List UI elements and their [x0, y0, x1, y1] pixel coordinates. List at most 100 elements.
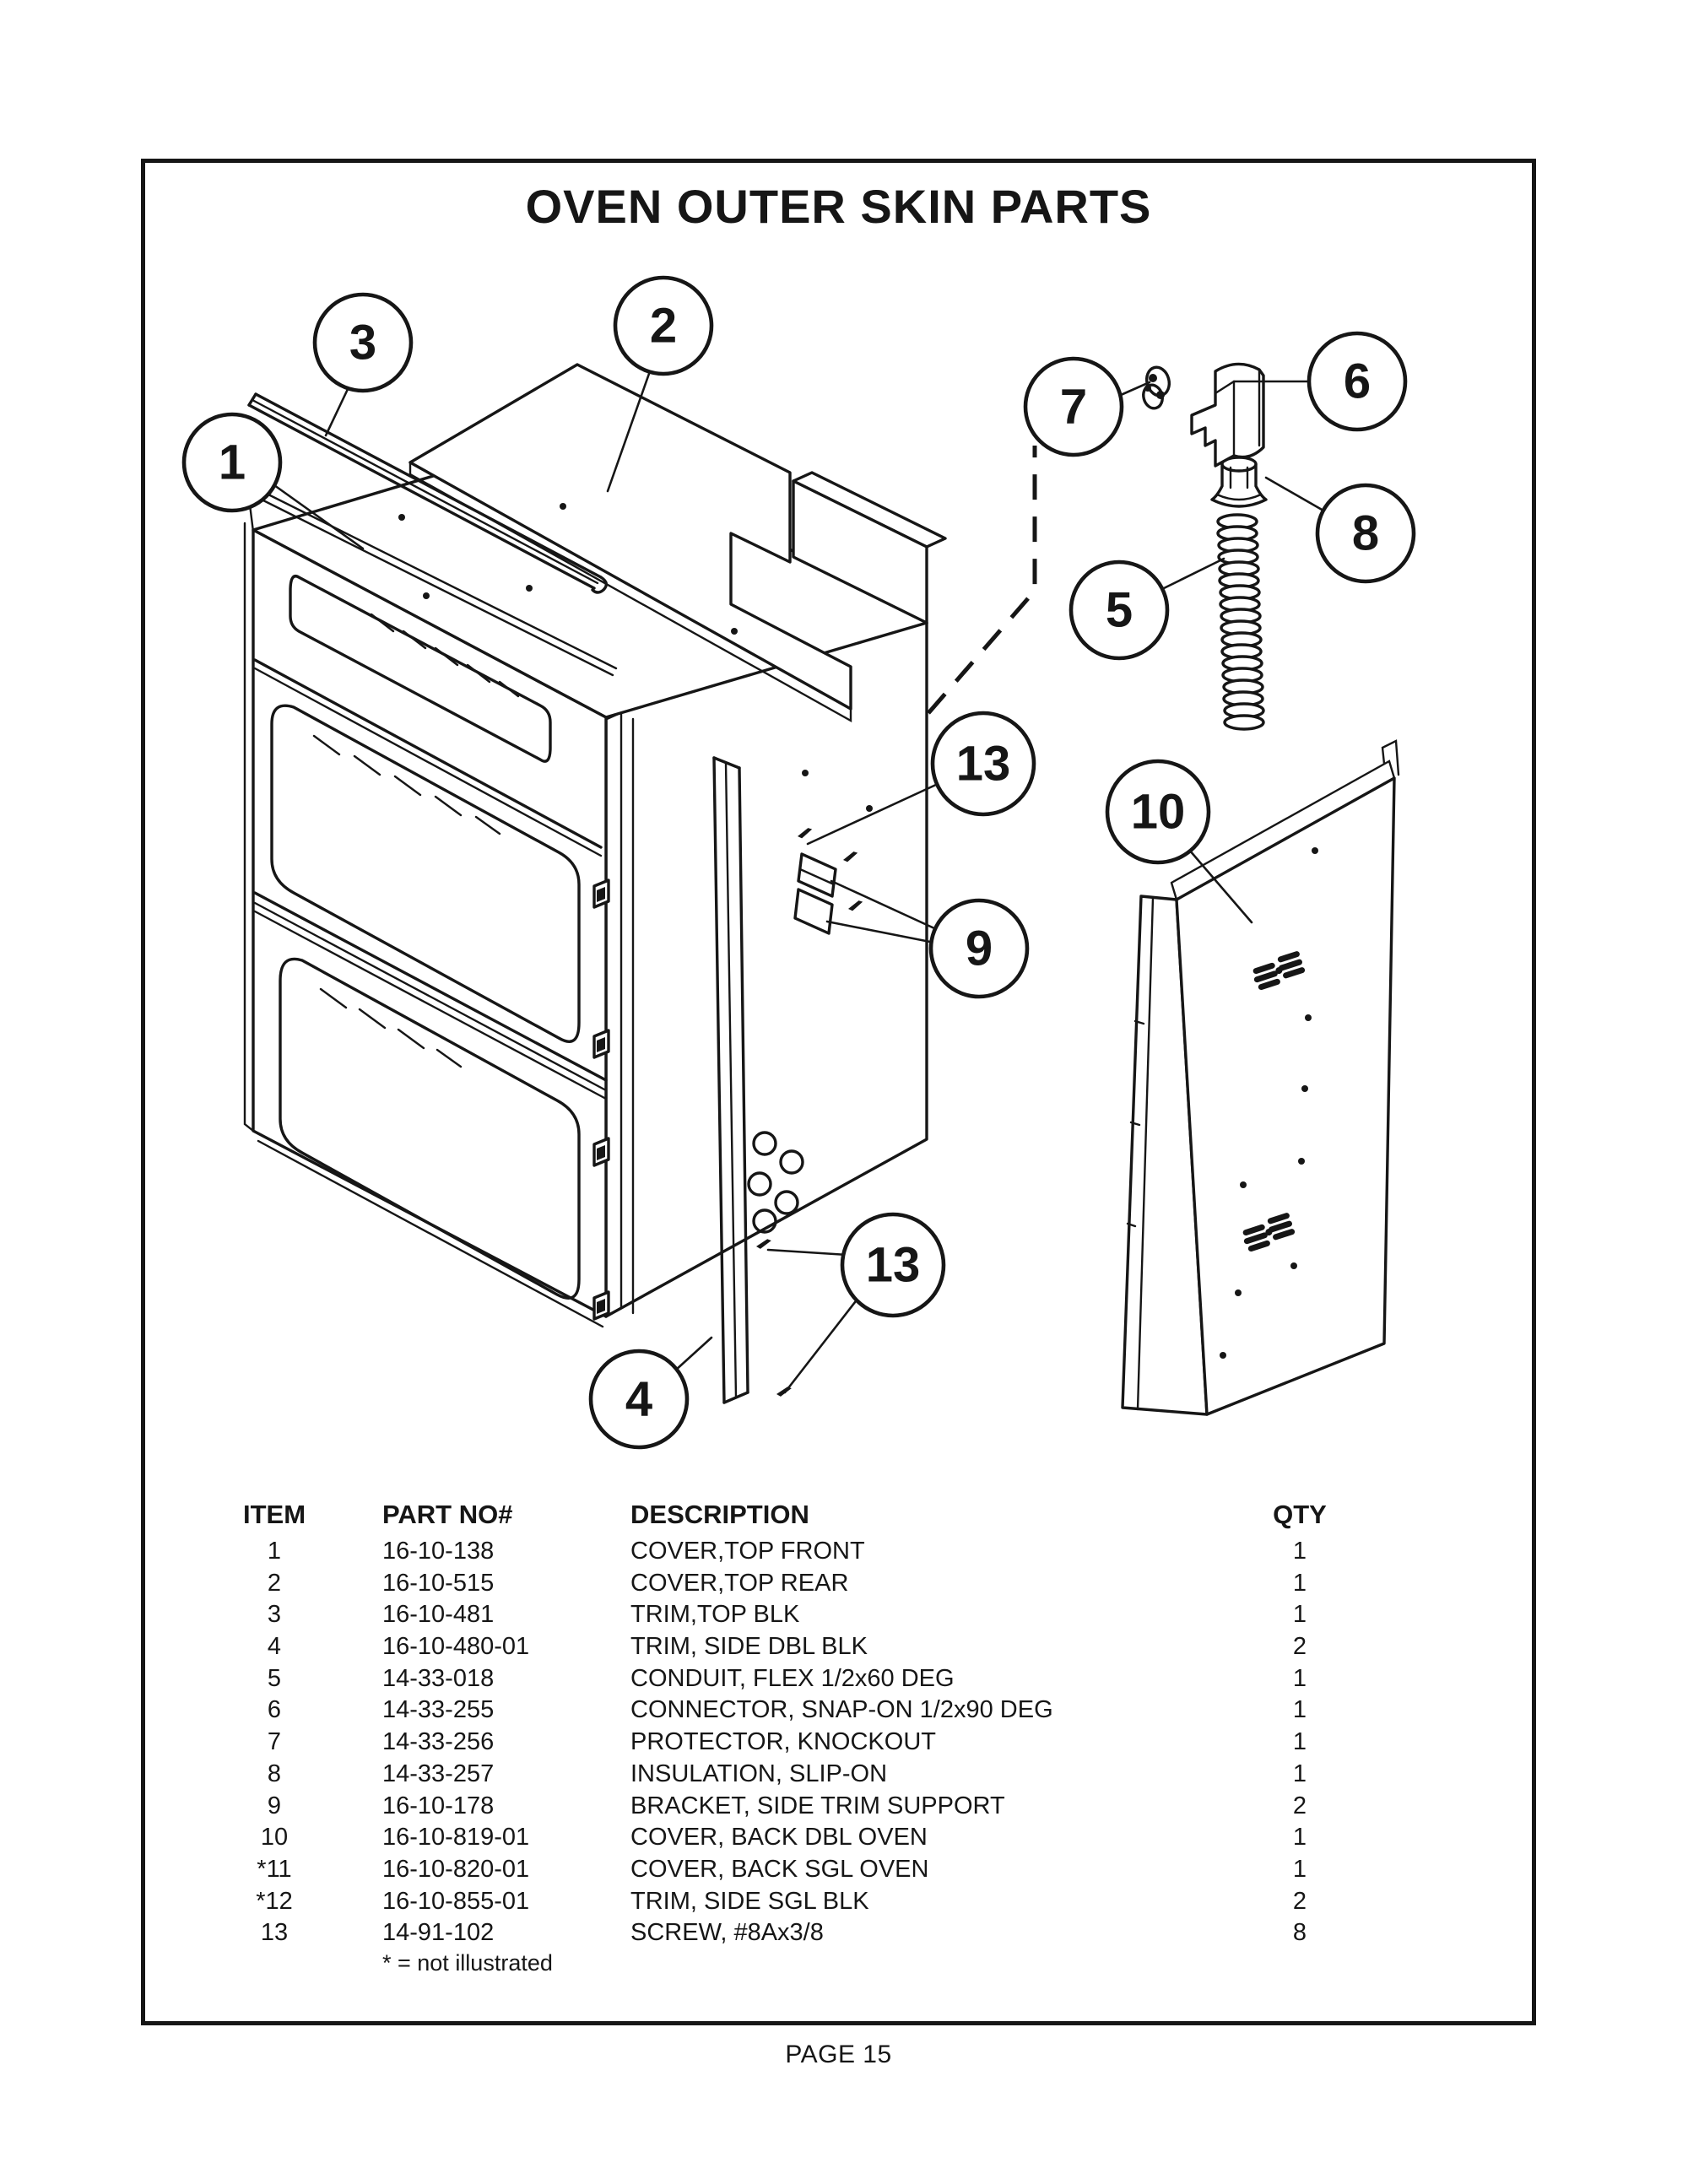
callout-13-upper-label: 13: [956, 737, 1011, 792]
callout-2-label: 2: [650, 299, 677, 354]
col-part-no: 16-10-515: [382, 1569, 495, 1597]
col-description: COVER,TOP FRONT: [630, 1538, 865, 1565]
col-item: 7: [267, 1728, 282, 1756]
table-header-row: ITEM PART NO# DESCRIPTION QTY: [219, 1494, 1418, 1536]
control-panel-window: [289, 575, 552, 763]
col-item: 13: [260, 1919, 289, 1947]
col-part-no: 16-10-480-01: [382, 1633, 530, 1661]
upper-door-window: [270, 704, 581, 1043]
table-row: *12 16-10-855-01 TRIM, SIDE SGL BLK 2: [219, 1886, 1418, 1918]
col-qty: 2: [1292, 1792, 1307, 1819]
col-description: COVER, BACK SGL OVEN: [630, 1855, 929, 1883]
col-item: 1: [267, 1538, 282, 1565]
col-qty: 1: [1292, 1569, 1307, 1597]
callout-5: 5: [1069, 560, 1170, 661]
screw-part: [756, 828, 863, 1397]
knockout-protector-part: [1142, 365, 1171, 410]
col-qty: 1: [1292, 1824, 1307, 1852]
door-hinges: [592, 878, 610, 1321]
col-item: 9: [267, 1792, 282, 1819]
col-qty: 2: [1292, 1887, 1307, 1915]
col-item: 3: [267, 1601, 282, 1629]
table-row: 3 16-10-481 TRIM,TOP BLK 1: [219, 1599, 1418, 1631]
col-description: PROTECTOR, KNOCKOUT: [630, 1728, 936, 1756]
knockout-pattern: [1242, 1213, 1296, 1252]
col-item: 5: [267, 1664, 282, 1692]
callout-9: 9: [928, 898, 1030, 999]
table-row: 13 14-91-102 SCREW, #8Ax3/8 8: [219, 1917, 1418, 1949]
col-qty: 1: [1292, 1664, 1307, 1692]
col-part-no: 16-10-819-01: [382, 1824, 530, 1852]
rear-right-box: [792, 471, 947, 624]
col-part-no: 14-91-102: [382, 1919, 495, 1947]
table-row: 5 14-33-018 CONDUIT, FLEX 1/2x60 DEG 1: [219, 1663, 1418, 1695]
col-part-no: 14-33-257: [382, 1760, 495, 1787]
table-footnote: * = not illustrated: [382, 1950, 553, 1976]
callout-1: 1: [181, 412, 283, 513]
header-item: ITEM: [242, 1500, 306, 1529]
col-description: TRIM, SIDE DBL BLK: [630, 1633, 868, 1661]
callout-8-label: 8: [1352, 506, 1379, 561]
callout-1-label: 1: [219, 435, 246, 490]
callout-10: 10: [1105, 759, 1211, 865]
table-row: *11 16-10-820-01 COVER, BACK SGL OVEN 1: [219, 1854, 1418, 1886]
page-border: [141, 159, 1536, 2025]
table-row: 1 16-10-138 COVER,TOP FRONT 1: [219, 1536, 1418, 1568]
col-item: 8: [267, 1760, 282, 1787]
col-part-no: 16-10-855-01: [382, 1887, 530, 1915]
col-item: *12: [256, 1887, 293, 1915]
col-description: COVER, BACK DBL OVEN: [630, 1824, 928, 1852]
callout-2: 2: [613, 275, 714, 376]
callout-7: 7: [1023, 356, 1124, 457]
callout-7-label: 7: [1060, 380, 1087, 435]
table-row: 9 16-10-178 BRACKET, SIDE TRIM SUPPORT 2: [219, 1791, 1418, 1823]
col-qty: 1: [1292, 1696, 1307, 1724]
flex-conduit-part: [1216, 513, 1265, 731]
col-description: CONDUIT, FLEX 1/2x60 DEG: [630, 1664, 955, 1692]
col-item: 4: [267, 1633, 282, 1661]
table-row: 7 14-33-256 PROTECTOR, KNOCKOUT 1: [219, 1727, 1418, 1759]
side-trim-bracket-part: [793, 852, 837, 935]
top-front-cover-part: [245, 467, 618, 677]
col-item: 10: [260, 1824, 289, 1852]
callout-4-label: 4: [625, 1372, 652, 1427]
back-cover-panel-part: [1121, 739, 1400, 1416]
col-qty: 2: [1292, 1633, 1307, 1661]
col-item: *11: [257, 1855, 292, 1883]
slip-on-insulation-part: [1210, 456, 1268, 508]
top-trim-part: [247, 392, 609, 594]
col-description: BRACKET, SIDE TRIM SUPPORT: [630, 1792, 1005, 1819]
page-number: PAGE 15: [785, 2041, 892, 2068]
oven-cabinet: [243, 363, 947, 1328]
page-title: OVEN OUTER SKIN PARTS: [525, 180, 1152, 233]
side-trim-part: [712, 756, 749, 1404]
leader-lines: [273, 370, 1325, 1394]
col-part-no: 16-10-481: [382, 1601, 495, 1629]
col-description: SCREW, #8Ax3/8: [630, 1919, 824, 1947]
col-description: CONNECTOR, SNAP-ON 1/2x90 DEG: [630, 1696, 1053, 1724]
snap-on-connector-part: [1190, 362, 1265, 468]
top-rear-cover-part: [408, 363, 852, 723]
table-row: 2 16-10-515 COVER,TOP REAR 1: [219, 1568, 1418, 1600]
col-qty: 1: [1292, 1728, 1307, 1756]
lower-door-window: [279, 957, 581, 1300]
col-part-no: 16-10-178: [382, 1792, 495, 1819]
knockout-pattern: [1252, 951, 1306, 991]
callout-8: 8: [1315, 483, 1416, 584]
table-row: 10 16-10-819-01 COVER, BACK DBL OVEN 1: [219, 1822, 1418, 1854]
col-description: TRIM, SIDE SGL BLK: [630, 1887, 869, 1915]
col-description: INSULATION, SLIP-ON: [630, 1760, 888, 1787]
table-row: 4 16-10-480-01 TRIM, SIDE DBL BLK 2: [219, 1631, 1418, 1663]
callout-6: 6: [1307, 331, 1408, 432]
callout-13-upper: 13: [930, 711, 1036, 817]
callout-3-label: 3: [349, 316, 376, 370]
callout-13-lower-label: 13: [866, 1238, 921, 1293]
table-row: 8 14-33-257 INSULATION, SLIP-ON 1: [219, 1759, 1418, 1791]
callout-4: 4: [588, 1349, 690, 1450]
col-qty: 1: [1292, 1855, 1307, 1883]
parts-table: ITEM PART NO# DESCRIPTION QTY 1 16-10-13…: [219, 1494, 1418, 2017]
vent-holes: [747, 1131, 804, 1234]
col-qty: 1: [1292, 1538, 1307, 1565]
